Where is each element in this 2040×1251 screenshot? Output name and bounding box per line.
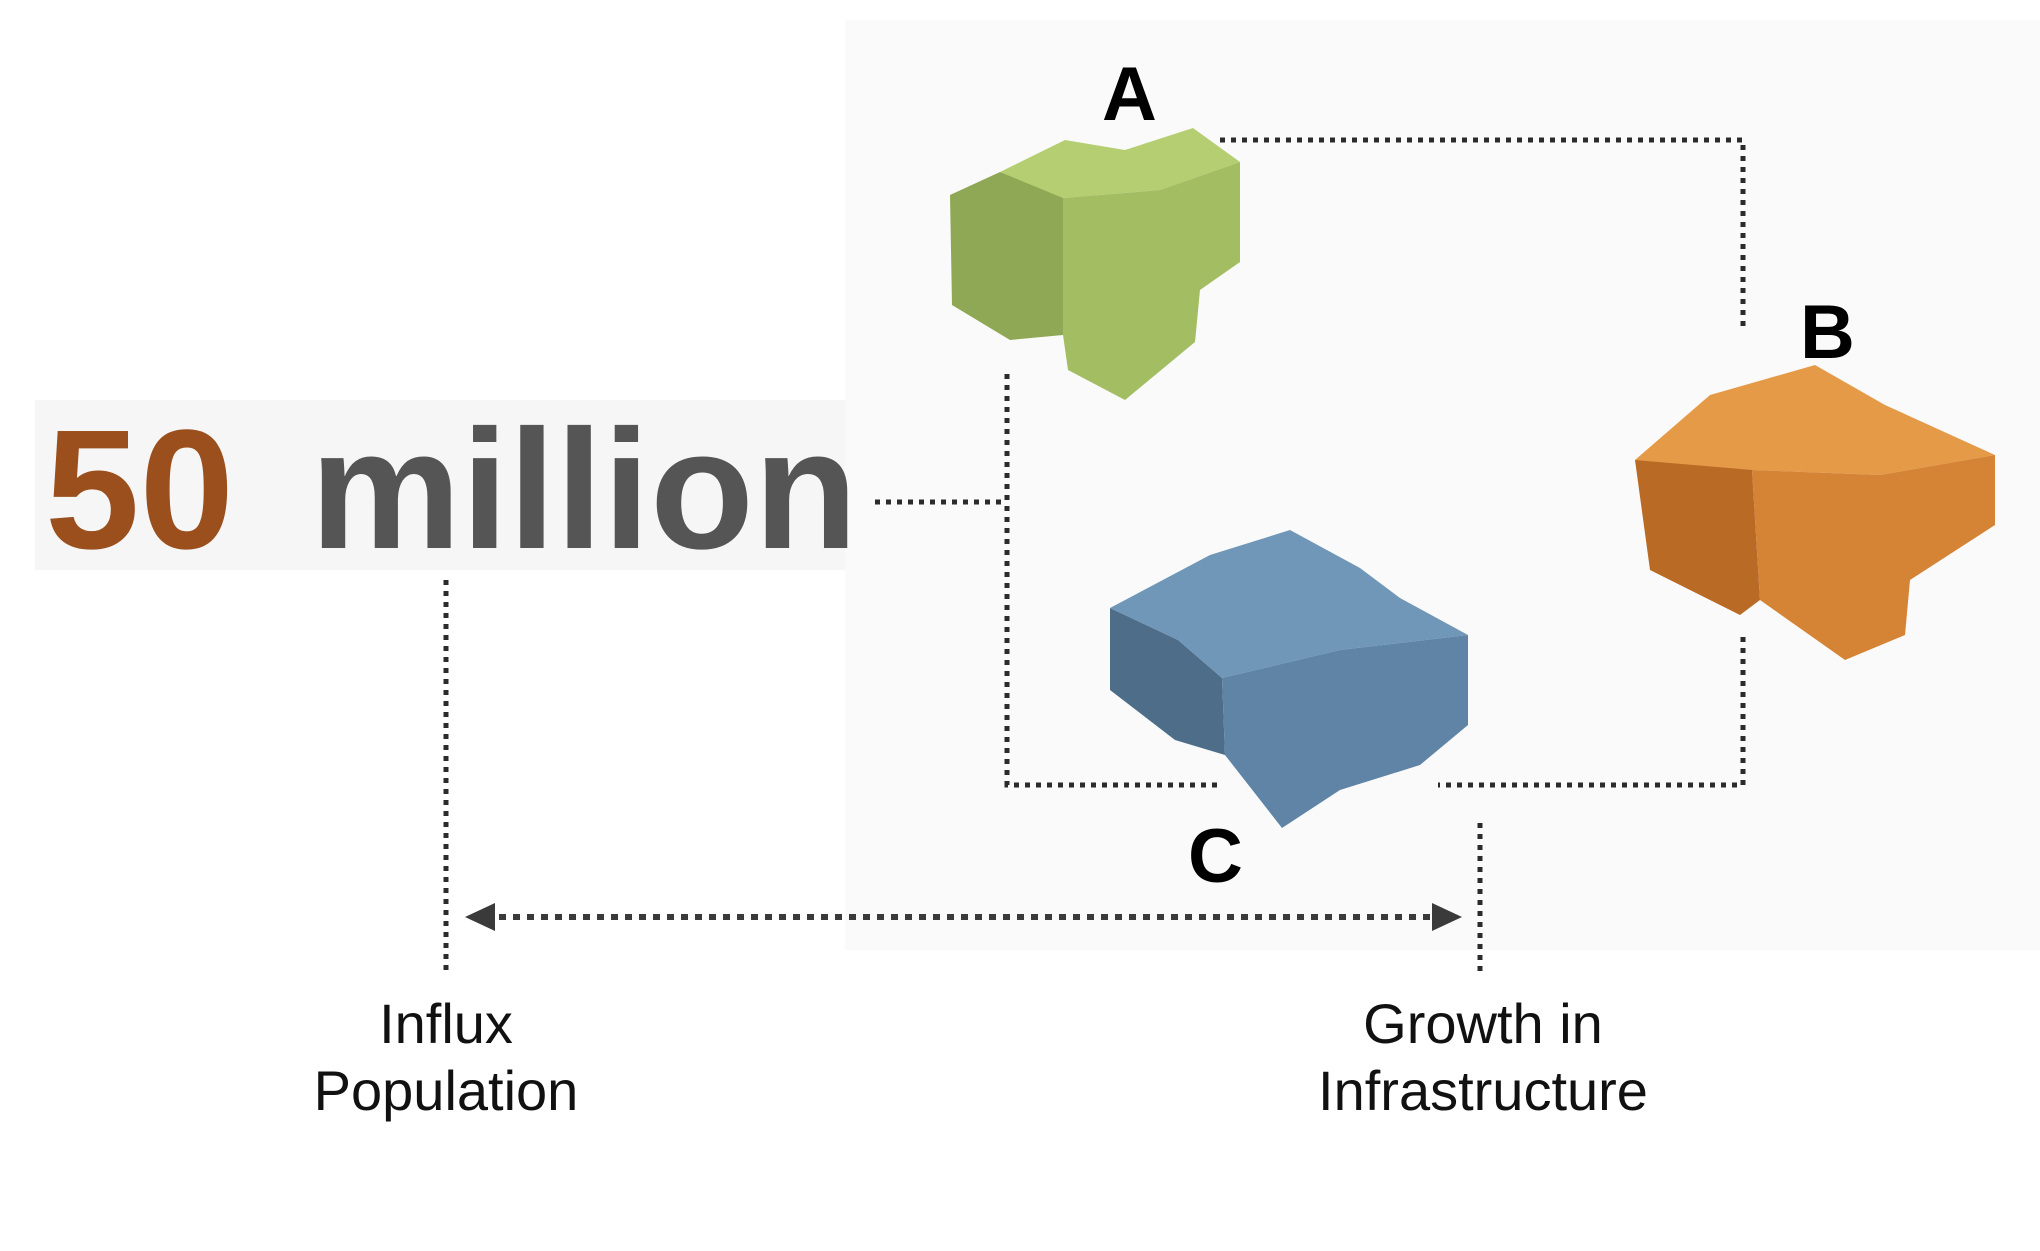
connector-b-to-c (1438, 637, 1746, 788)
block-cluster-c (1110, 530, 1468, 828)
node-a-label: A (1102, 52, 1157, 137)
influx-caption-line1: Influx (379, 992, 513, 1055)
headline-number: 50 (45, 395, 234, 585)
block-b-left-face (1635, 430, 1760, 615)
infrastructure-caption-line2: Infrastructure (1318, 1059, 1648, 1122)
block-b-top-face (1635, 365, 1995, 475)
block-c-top-face (1110, 530, 1468, 678)
arrowhead-left (465, 903, 495, 931)
node-b-label: B (1800, 290, 1855, 375)
block-a-top-face (1000, 128, 1240, 198)
connector-c-to-a (1004, 370, 1217, 788)
block-a-right-face (1063, 162, 1240, 400)
block-cluster-a (950, 128, 1240, 400)
headline-background (35, 400, 845, 570)
block-c-left-face (1110, 608, 1225, 755)
block-a-left-face (950, 172, 1063, 340)
arrowhead-right (1432, 903, 1462, 931)
infrastructure-caption-line1: Growth in (1363, 992, 1603, 1055)
node-c-label: C (1188, 814, 1243, 899)
headline-word: million (310, 395, 858, 585)
block-b-right-face (1752, 455, 1995, 660)
block-c-right-face (1222, 635, 1468, 828)
influx-caption-line2: Population (314, 1059, 579, 1122)
block-cluster-b (1635, 365, 1995, 660)
